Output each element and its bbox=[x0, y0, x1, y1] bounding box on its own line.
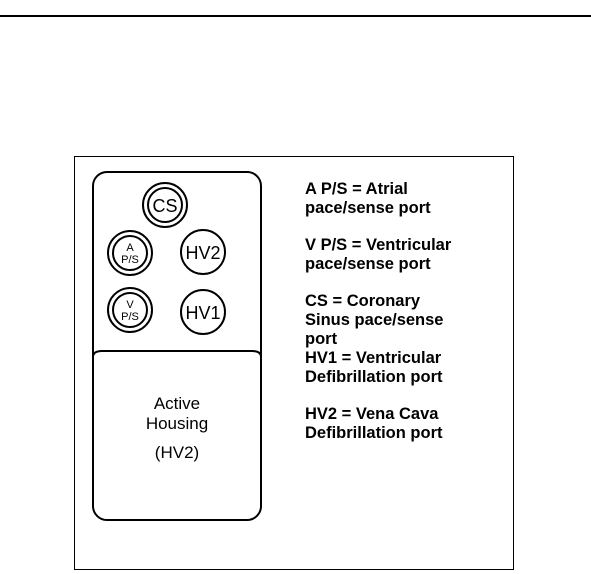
housing-label-line-1: Active bbox=[154, 394, 200, 413]
ventricular-ps-port-label-bottom: P/S bbox=[121, 311, 139, 323]
legend-text: Defibrillation port bbox=[305, 424, 443, 442]
figure-frame: CS A P/S HV2 V P/S HV1 Active Housing bbox=[74, 156, 514, 570]
legend-entry-ventricular-ps: V P/S = Ventricular pace/sense port bbox=[305, 236, 510, 274]
port-legend: A P/S = Atrial pace/sense port V P/S = V… bbox=[305, 180, 510, 443]
hv1-port-label: HV1 bbox=[185, 303, 220, 323]
cs-port-label: CS bbox=[152, 196, 177, 216]
legend-text: HV1 = Ventricular bbox=[305, 349, 441, 367]
ventricular-ps-port-label-top: V bbox=[126, 299, 134, 311]
legend-entry-atrial-ps: A P/S = Atrial pace/sense port bbox=[305, 180, 510, 218]
housing-label-line-2: Housing bbox=[146, 414, 208, 433]
legend-entry-cs: CS = Coronary Sinus pace/sense port bbox=[305, 292, 510, 349]
atrial-ps-port-label-bottom: P/S bbox=[121, 254, 139, 266]
legend-text: Defibrillation port bbox=[305, 368, 443, 386]
legend-text: port bbox=[305, 330, 337, 348]
legend-text: CS = Coronary bbox=[305, 292, 420, 310]
housing-label-line-3: (HV2) bbox=[155, 443, 199, 462]
legend-text: Sinus pace/sense bbox=[305, 311, 444, 329]
legend-text: A P/S = Atrial bbox=[305, 180, 408, 198]
legend-text: pace/sense port bbox=[305, 199, 431, 217]
top-rule bbox=[0, 15, 591, 17]
hv2-port-label: HV2 bbox=[185, 243, 220, 263]
legend-entry-hv1: HV1 = Ventricular Defibrillation port bbox=[305, 349, 510, 387]
device-header-diagram: CS A P/S HV2 V P/S HV1 Active Housing bbox=[92, 171, 262, 521]
legend-text: pace/sense port bbox=[305, 255, 431, 273]
legend-text: V P/S = Ventricular bbox=[305, 236, 451, 254]
atrial-ps-port-label-top: A bbox=[126, 242, 134, 254]
legend-text: HV2 = Vena Cava bbox=[305, 405, 438, 423]
legend-entry-hv2: HV2 = Vena Cava Defibrillation port bbox=[305, 405, 510, 443]
